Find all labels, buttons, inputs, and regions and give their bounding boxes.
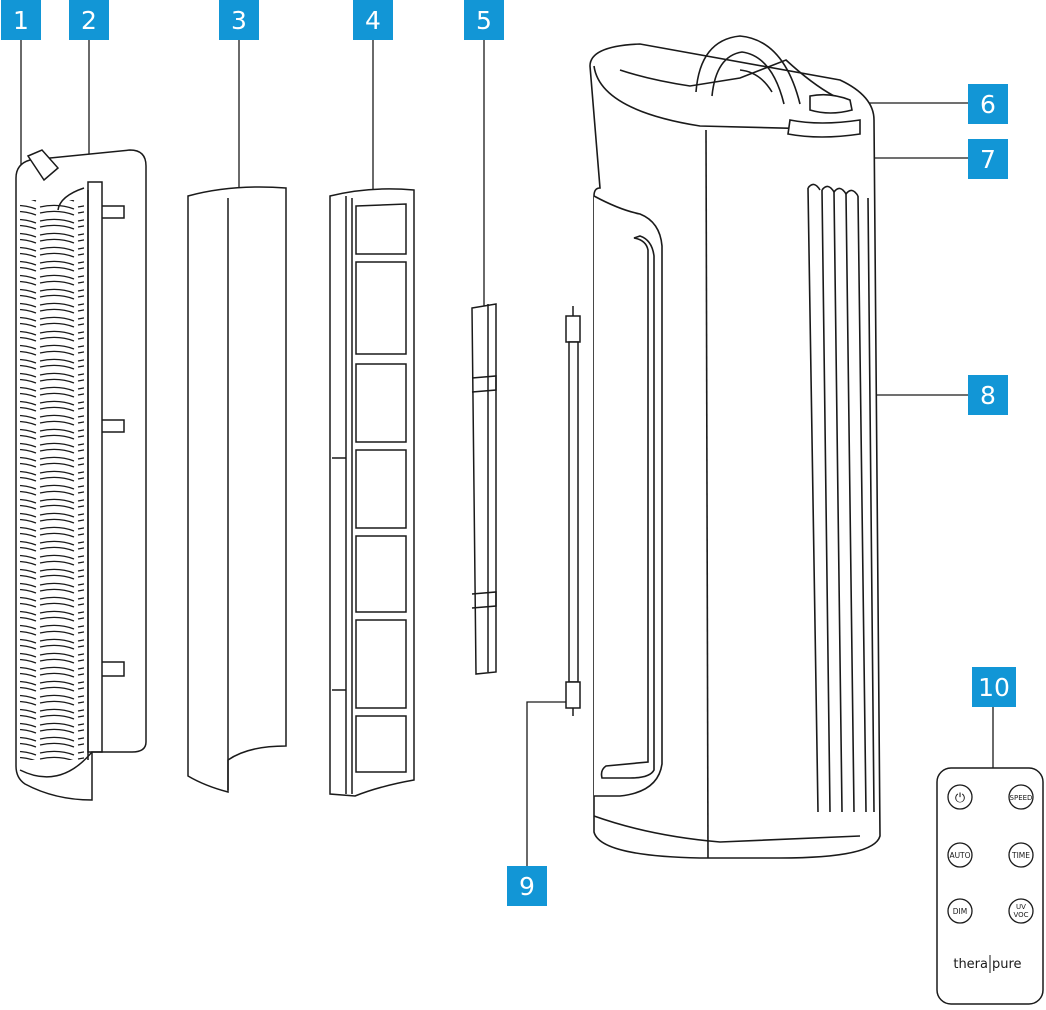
remote-uvvoc-button[interactable] — [1008, 898, 1034, 924]
remote-speed-button[interactable] — [1008, 784, 1034, 810]
remote-auto-label: AUTO — [949, 851, 970, 860]
front-grille-panel — [15, 149, 147, 801]
remote-power-icon: ⏻ — [955, 791, 965, 806]
remote-control: ⏻ SPEED AUTO TIME DIM UV VOC thera pure — [936, 767, 1044, 1005]
remote-speed-label: SPEED — [1010, 794, 1033, 802]
callout-3: 3 — [219, 0, 259, 40]
remote-dim-label: DIM — [953, 907, 967, 916]
callout-9: 9 — [507, 866, 547, 906]
remote-time-button[interactable] — [1008, 842, 1034, 868]
callout-2: 2 — [69, 0, 109, 40]
uv-bulb — [565, 306, 581, 716]
remote-body — [936, 767, 1044, 1005]
uv-lamp-housing — [471, 303, 497, 675]
carbon-filter-sheet — [187, 186, 287, 793]
remote-brand-left: thera — [953, 957, 988, 972]
remote-time-label: TIME — [1011, 851, 1030, 860]
callout-7: 7 — [968, 139, 1008, 179]
hepa-filter — [329, 188, 415, 797]
callout-6: 6 — [968, 84, 1008, 124]
callout-4: 4 — [353, 0, 393, 40]
remote-power-button[interactable] — [947, 784, 973, 810]
purifier-tower — [589, 35, 881, 859]
remote-voc-label: VOC — [1013, 911, 1028, 919]
remote-dim-button[interactable] — [947, 898, 973, 924]
callout-5: 5 — [464, 0, 504, 40]
callout-8: 8 — [968, 375, 1008, 415]
callout-1: 1 — [1, 0, 41, 40]
remote-uv-label: UV — [1016, 903, 1026, 911]
callout-10: 10 — [972, 667, 1016, 707]
remote-brand-right: pure — [992, 957, 1022, 972]
leader-line-9 — [526, 701, 570, 868]
remote-auto-button[interactable] — [947, 842, 973, 868]
